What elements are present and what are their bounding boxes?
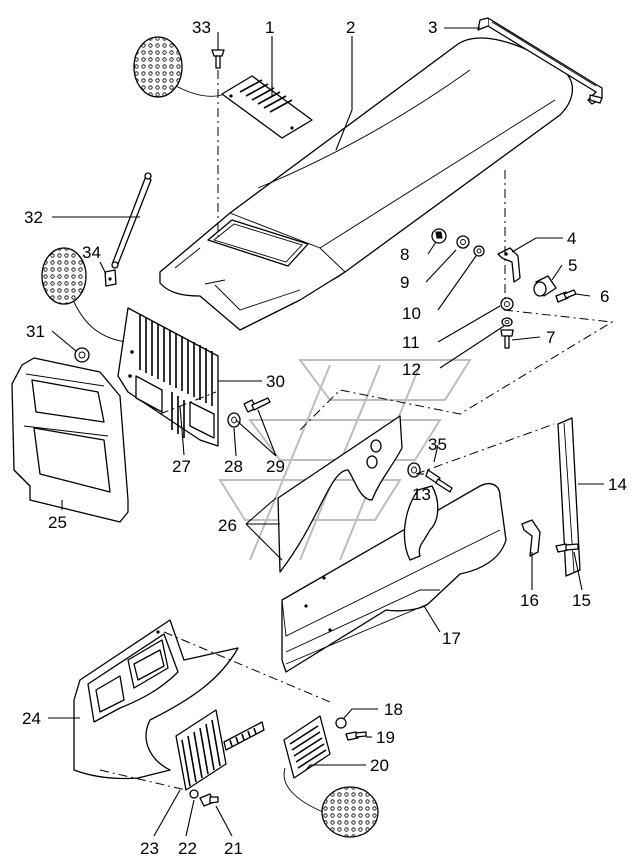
callout-4: 4 — [567, 229, 576, 248]
callout-11: 11 — [402, 333, 420, 352]
callout-15: 15 — [572, 591, 591, 610]
callout-1: 1 — [265, 18, 274, 37]
callout-30: 30 — [266, 372, 285, 391]
callout-3: 3 — [428, 18, 437, 37]
callout-32: 32 — [24, 208, 43, 227]
part-1-vent-plate — [221, 75, 313, 139]
callout-20: 20 — [370, 756, 389, 775]
callout-24: 24 — [22, 709, 41, 728]
callout-22: 22 — [178, 839, 197, 858]
mesh-detail-disc-bottom — [283, 767, 379, 838]
part-9-washer — [456, 235, 470, 249]
callout-7: 7 — [546, 328, 555, 347]
part-15-bolt — [555, 543, 579, 553]
callout-13: 13 — [412, 485, 431, 504]
callout-28: 28 — [224, 457, 243, 476]
part-25-headlight-frame — [11, 357, 129, 523]
part-31-grommet — [74, 347, 90, 363]
part-22-grommet — [189, 789, 199, 799]
callout-16: 16 — [520, 591, 539, 610]
part-10-washer — [473, 245, 485, 257]
part-26-insulation-sheet — [277, 415, 403, 573]
callout-2: 2 — [346, 18, 355, 37]
callout-21: 21 — [224, 839, 243, 858]
part-32-support-rod — [111, 172, 152, 269]
part-2-hood — [159, 37, 574, 331]
part-18-grommet — [335, 717, 347, 729]
callout-8: 8 — [400, 245, 409, 264]
part-4-bracket — [497, 247, 521, 283]
callout-9: 9 — [400, 273, 409, 292]
callout-19: 19 — [376, 728, 395, 747]
callout-31: 31 — [26, 322, 45, 341]
part-29-bolt — [243, 397, 271, 413]
leader-lines — [48, 27, 604, 837]
part-21-screw — [199, 793, 219, 807]
part-24-lower-panel — [73, 619, 239, 780]
part-11-washer — [500, 297, 514, 311]
callout-27: 27 — [172, 457, 191, 476]
callout-33: 33 — [192, 18, 211, 37]
part-20-small-grille — [283, 715, 331, 779]
part-28-nut — [227, 412, 241, 428]
part-7-bolt — [500, 329, 514, 349]
callout-23: 23 — [140, 839, 159, 858]
part-34-clip — [104, 269, 117, 287]
part-17-side-panel — [281, 482, 507, 673]
callout-labels: 33 1 2 3 32 34 4 8 9 5 6 10 31 11 7 12 3… — [22, 18, 627, 858]
part-6-bolt — [555, 289, 577, 303]
callout-29: 29 — [266, 457, 285, 476]
callout-6: 6 — [600, 287, 609, 306]
callout-12: 12 — [402, 360, 421, 379]
mesh-detail-disc-top — [133, 36, 223, 98]
part-14-seal-strip — [557, 417, 581, 577]
part-27-front-grille — [117, 307, 219, 447]
callout-34: 34 — [82, 243, 101, 262]
mesh-detail-disc-left — [41, 247, 127, 343]
part-8-bushing — [431, 228, 447, 244]
part-13-grommet — [407, 462, 421, 478]
callout-17: 17 — [442, 629, 461, 648]
part-23-lower-grille — [175, 709, 265, 791]
callout-18: 18 — [384, 700, 403, 719]
callout-26: 26 — [218, 516, 237, 535]
part-12-washer — [501, 317, 513, 327]
callout-25: 25 — [48, 513, 67, 532]
part-5-rubber-block — [533, 275, 557, 297]
callout-10: 10 — [402, 304, 421, 323]
callout-14: 14 — [608, 475, 627, 494]
callout-5: 5 — [568, 256, 577, 275]
assembly-lines — [99, 70, 614, 791]
part-16-clip — [521, 519, 541, 557]
callout-35: 35 — [428, 435, 447, 454]
part-33-screw — [211, 49, 225, 69]
part-19-screw — [345, 731, 367, 741]
part-35-screw — [425, 469, 453, 493]
part-3-rear-seal — [477, 17, 603, 105]
